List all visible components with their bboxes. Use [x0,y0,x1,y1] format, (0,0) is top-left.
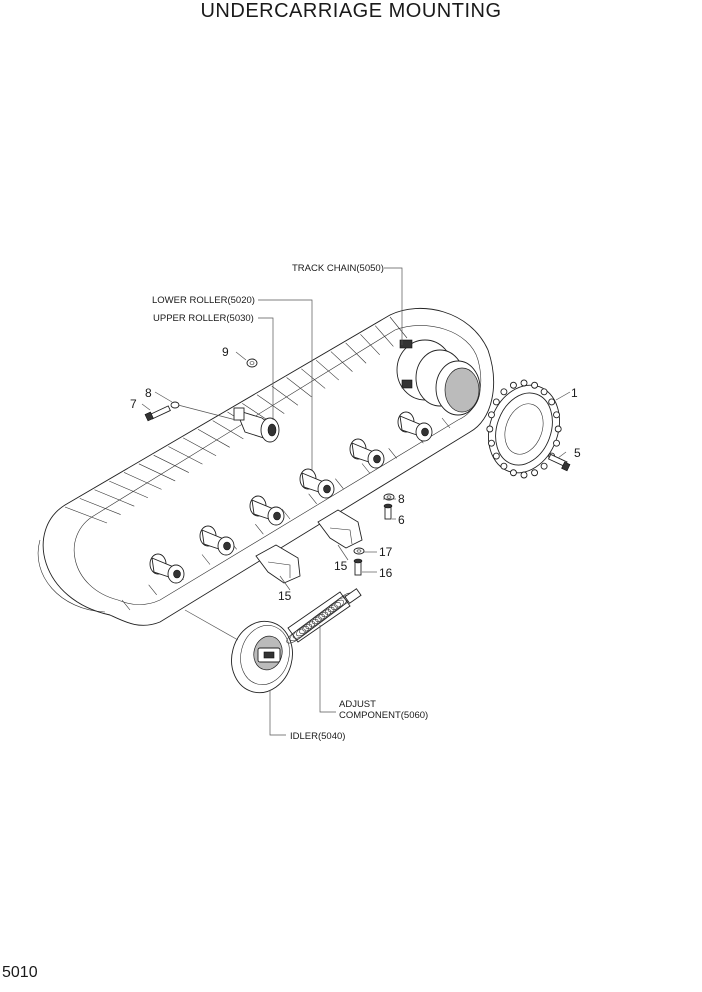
bolt-7 [144,405,171,422]
lower-roller [349,438,385,469]
track-guard-a [317,509,363,549]
track-shoe-line [360,334,380,356]
callout-1: 1 [571,386,578,400]
upper-roller-label: UPPER ROLLER(5030) [153,313,254,324]
track-shoe-line [79,498,121,515]
track-shoe-line [286,377,312,398]
sprocket-tooth [509,469,517,477]
track-shoe-line [168,446,203,465]
sprocket-tooth [520,471,528,479]
callout-16: 16 [379,566,393,580]
adjust-component [286,588,362,644]
track-shoe-line [109,480,149,499]
callout-5: 5 [574,446,581,460]
sprocket-tooth [548,398,556,406]
lower-roller-label: LOWER ROLLER(5020) [152,295,255,306]
track-shoe-line [148,584,157,596]
recoil-spring [286,592,354,644]
track-shoe-line [64,506,108,524]
track-shoe-line [281,508,291,520]
washer-8-lower [383,493,395,501]
sprocket-tooth [492,398,500,406]
lower-roller [199,525,235,556]
callout-6: 6 [398,513,405,527]
callout-8-lower: 8 [398,492,405,506]
bolt-5 [547,453,571,472]
adjust-component-label-line2: COMPONENT(5060) [339,710,428,721]
lower-roller [249,495,285,526]
sprocket-tooth [554,425,562,433]
sprocket-tooth [492,452,500,460]
sprocket-tooth [500,462,508,470]
track-shoe-line [153,454,189,473]
track-shoe-line [301,368,326,389]
track-chain [37,308,495,626]
sprocket-tooth [540,388,548,396]
sprocket-tooth [486,425,494,433]
track-shoe-line [183,437,217,456]
track-chain-label: TRACK CHAIN(5050) [292,263,384,274]
sprocket-tooth [500,388,508,396]
track-shoe-line [255,523,264,535]
page-title: UNDERCARRIAGE MOUNTING [200,0,502,22]
lower-roller [397,411,433,442]
sprocket-tooth [488,439,495,447]
callout-7: 7 [130,397,137,411]
track-shoe-line [335,478,344,489]
nut-9 [246,358,258,368]
washer-17 [353,547,365,555]
sprocket-tooth [488,411,495,419]
track-shoe-line [271,385,299,406]
travel-motor [396,339,481,416]
track-shoe-line [375,325,394,347]
track-shoe-line [201,554,211,565]
track-shoe-line [361,463,371,474]
sprocket-tooth [531,381,539,389]
track-shoe-line [388,448,397,459]
lower-rollers [149,411,433,584]
track-shoe-line [197,429,230,448]
callout-9: 9 [222,345,229,359]
sprocket-tooth [509,381,517,389]
track-shoe-line [345,342,367,364]
bolt-16 [353,558,363,576]
bolt-6 [383,503,393,520]
track-guard-b [255,544,301,584]
track-shoe-line [138,463,176,482]
track-shoe-line [330,351,353,372]
callout-8-upper: 8 [145,386,152,400]
sprocket-tooth [540,462,548,470]
callout-15-lower: 15 [278,589,292,603]
track-shoe-line [308,493,317,505]
idler-label: IDLER(5040) [290,731,345,742]
idler [231,620,293,694]
washer-8-upper [170,401,180,409]
track-shoe-line [441,417,451,429]
sprocket-tooth [520,379,528,387]
page-number: 5010 [2,964,38,981]
track-shoe-line [123,472,162,490]
track-shoe-line [256,394,285,414]
track-shoe-line [212,420,244,440]
callout-15-upper: 15 [334,559,348,573]
track-shoe-line [389,316,408,339]
callout-17: 17 [379,545,393,559]
track-shoe-line [121,599,131,611]
sprocket [486,379,562,479]
sprocket-tooth [553,411,560,419]
sprocket-tooth [553,439,560,447]
sprocket-teeth [486,379,562,479]
upper-roller [233,407,280,443]
lower-roller [299,468,335,499]
leader-lines [141,267,571,736]
sprocket-tooth [531,469,539,477]
track-shoe-line [315,359,340,381]
lower-roller [149,553,185,584]
track-shoe-line [94,489,135,507]
adjust-component-label-line1: ADJUST [339,699,376,710]
